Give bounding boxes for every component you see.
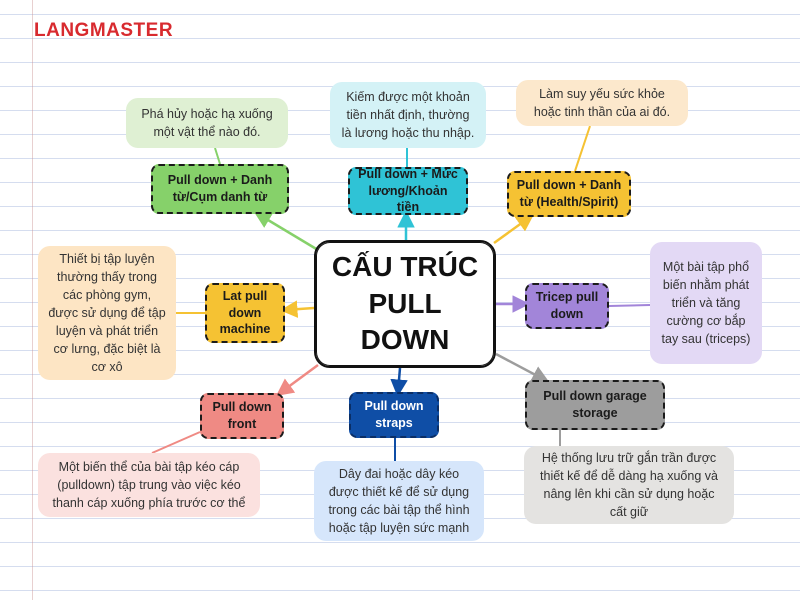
arrow-to-front — [275, 363, 319, 396]
desc-straps: Dây đai hoặc dây kéo được thiết kế để sử… — [314, 461, 484, 541]
center-title: CẤU TRÚC PULL DOWN — [314, 240, 496, 368]
arrow-to-garage — [495, 352, 550, 383]
arrow-to-noun — [253, 211, 319, 252]
desc-salary: Kiếm được một khoản tiền nhất định, thườ… — [330, 82, 486, 148]
desc-health: Làm suy yếu sức khỏe hoặc tinh thần của … — [516, 80, 688, 126]
arrow-to-health — [493, 214, 535, 245]
desc-tricep: Một bài tập phổ biến nhằm phát triển và … — [650, 242, 762, 364]
line-to-desc-health — [574, 125, 591, 172]
branch-tricep: Tricep pull down — [525, 283, 609, 329]
line-to-desc-front — [151, 431, 201, 454]
desc-garage: Hệ thống lưu trữ gắn trần được thiết kế … — [524, 446, 734, 524]
branch-straps: Pull down straps — [349, 392, 439, 438]
branch-health: Pull down + Danh từ (Health/Spirit) — [507, 171, 631, 217]
desc-front: Một biến thể của bài tập kéo cáp (pulldo… — [38, 453, 260, 517]
arrow-to-lat — [280, 300, 315, 318]
desc-noun: Phá hủy hoặc hạ xuống một vật thể nào đó… — [126, 98, 288, 148]
branch-noun: Pull down + Danh từ/Cụm danh từ — [151, 164, 289, 214]
branch-lat: Lat pull down machine — [205, 283, 285, 343]
arrow-to-straps — [390, 367, 408, 397]
desc-lat: Thiết bị tập luyện thường thấy trong các… — [38, 246, 176, 380]
branch-salary: Pull down + Mức lương/Khoản tiền — [348, 167, 468, 215]
line-to-desc-noun — [214, 147, 221, 165]
branch-front: Pull down front — [200, 393, 284, 439]
line-to-desc-tricep — [608, 304, 651, 307]
branch-garage: Pull down garage storage — [525, 380, 665, 430]
langmaster-logo: LANGMASTER — [34, 20, 174, 41]
